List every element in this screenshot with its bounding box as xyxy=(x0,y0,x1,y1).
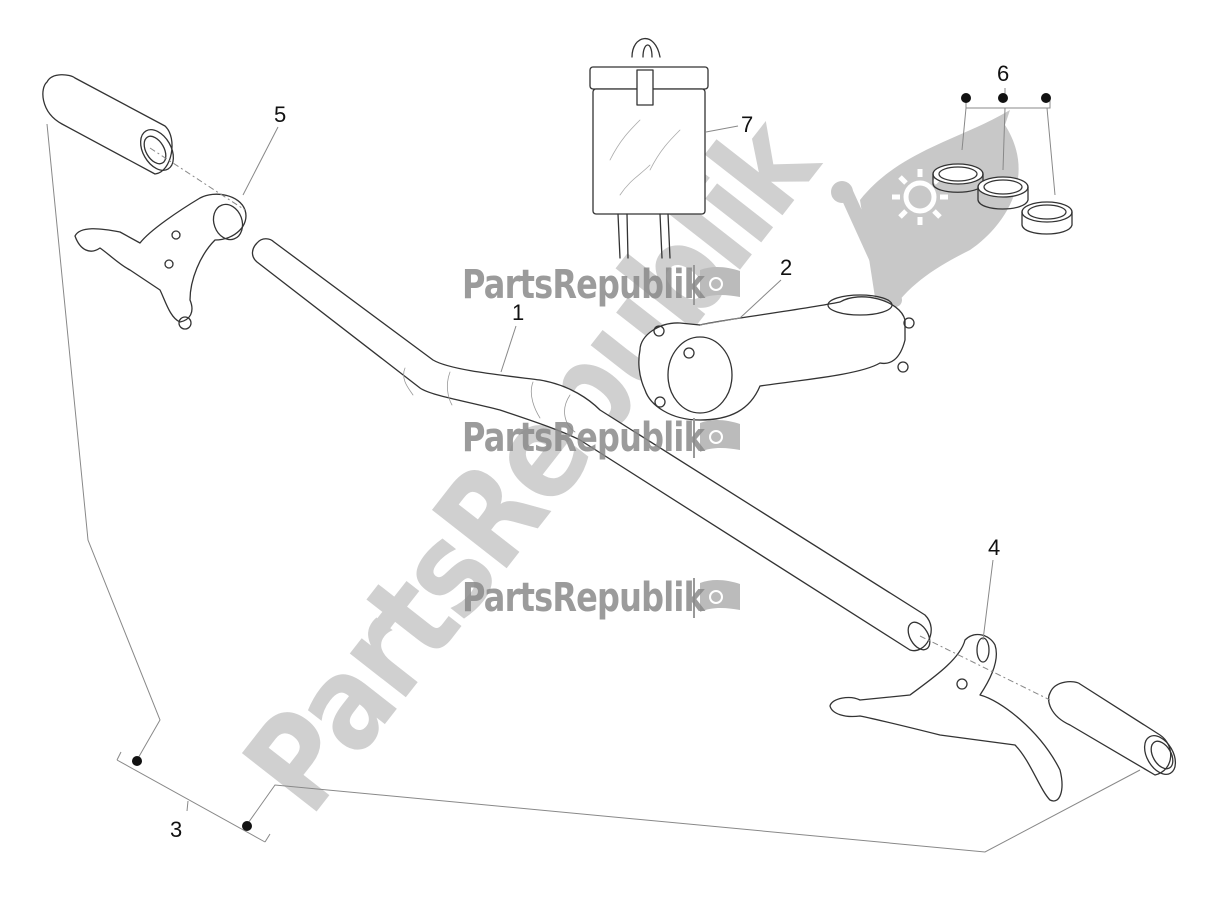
small-logo-watermarks xyxy=(693,265,740,618)
leader-lines xyxy=(46,88,1141,853)
callout-1[interactable]: 1 xyxy=(512,300,525,325)
callout-2[interactable]: 2 xyxy=(780,255,793,280)
left-brake-lever-part[interactable] xyxy=(74,193,247,330)
spacer-rings-part[interactable] xyxy=(932,163,1073,235)
watermark-text-1: PartsRepublik xyxy=(462,262,705,308)
right-grip-part[interactable] xyxy=(1047,681,1182,780)
callout-5[interactable]: 5 xyxy=(274,102,287,127)
callout-7[interactable]: 7 xyxy=(741,112,754,137)
watermark-text-2: PartsRepublik xyxy=(462,415,705,461)
callout-6[interactable]: 6 xyxy=(997,61,1010,86)
stem-part[interactable] xyxy=(638,294,915,421)
right-brake-lever-part[interactable] xyxy=(829,633,1063,802)
flag-watermark-icon xyxy=(831,110,1019,330)
callout-4[interactable]: 4 xyxy=(988,535,1001,560)
left-grip-part[interactable] xyxy=(42,74,180,176)
watermark-text-3: PartsRepublik xyxy=(462,575,705,621)
callout-3[interactable]: 3 xyxy=(170,817,183,842)
bracket-bullets xyxy=(132,93,1051,831)
bag-part[interactable] xyxy=(589,37,709,259)
